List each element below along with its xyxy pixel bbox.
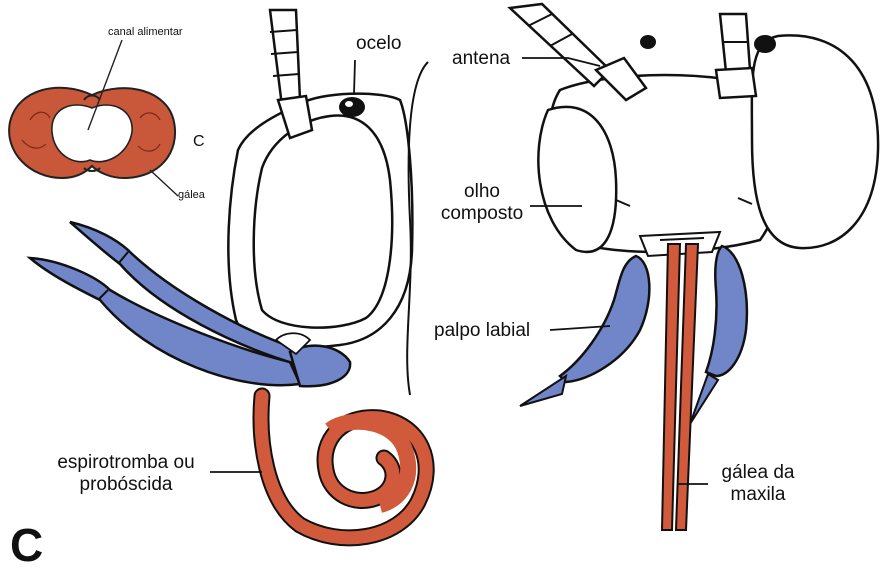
front-labial-palps	[519, 244, 749, 425]
antena-label: antena	[452, 48, 511, 69]
front-view-head	[507, 2, 880, 258]
espirotromba-line-2: probóscida	[79, 474, 173, 495]
galea-maxila-line-1: gálea da	[721, 462, 795, 483]
coiled-proboscis	[252, 387, 435, 547]
galea-maxila-line-2: maxila	[730, 484, 786, 505]
proboscis-cross-section	[8, 39, 179, 197]
inset-canal-label: canal alimentar	[108, 26, 183, 38]
espirotromba-label: espirotromba ou probóscida	[42, 452, 210, 496]
side-labial-palps	[26, 220, 352, 388]
palpo-labial-label: palpo labial	[434, 320, 531, 341]
inset-section-letter: C	[193, 133, 205, 150]
ocelo-label: ocelo	[356, 33, 402, 54]
olho-composto-line-1: olho	[464, 181, 500, 202]
galea-maxila-label: gálea da maxila	[708, 462, 808, 506]
front-galea	[659, 237, 705, 531]
olho-composto-label: olho composto	[432, 181, 532, 225]
side-antenna	[268, 8, 314, 140]
espirotromba-line-1: espirotromba ou	[57, 452, 195, 473]
inset-galea-label: gálea	[178, 189, 205, 201]
olho-composto-line-2: composto	[440, 203, 524, 224]
panel-letter: C	[10, 519, 44, 571]
leader-lines	[210, 57, 708, 485]
side-view-head	[227, 8, 429, 396]
